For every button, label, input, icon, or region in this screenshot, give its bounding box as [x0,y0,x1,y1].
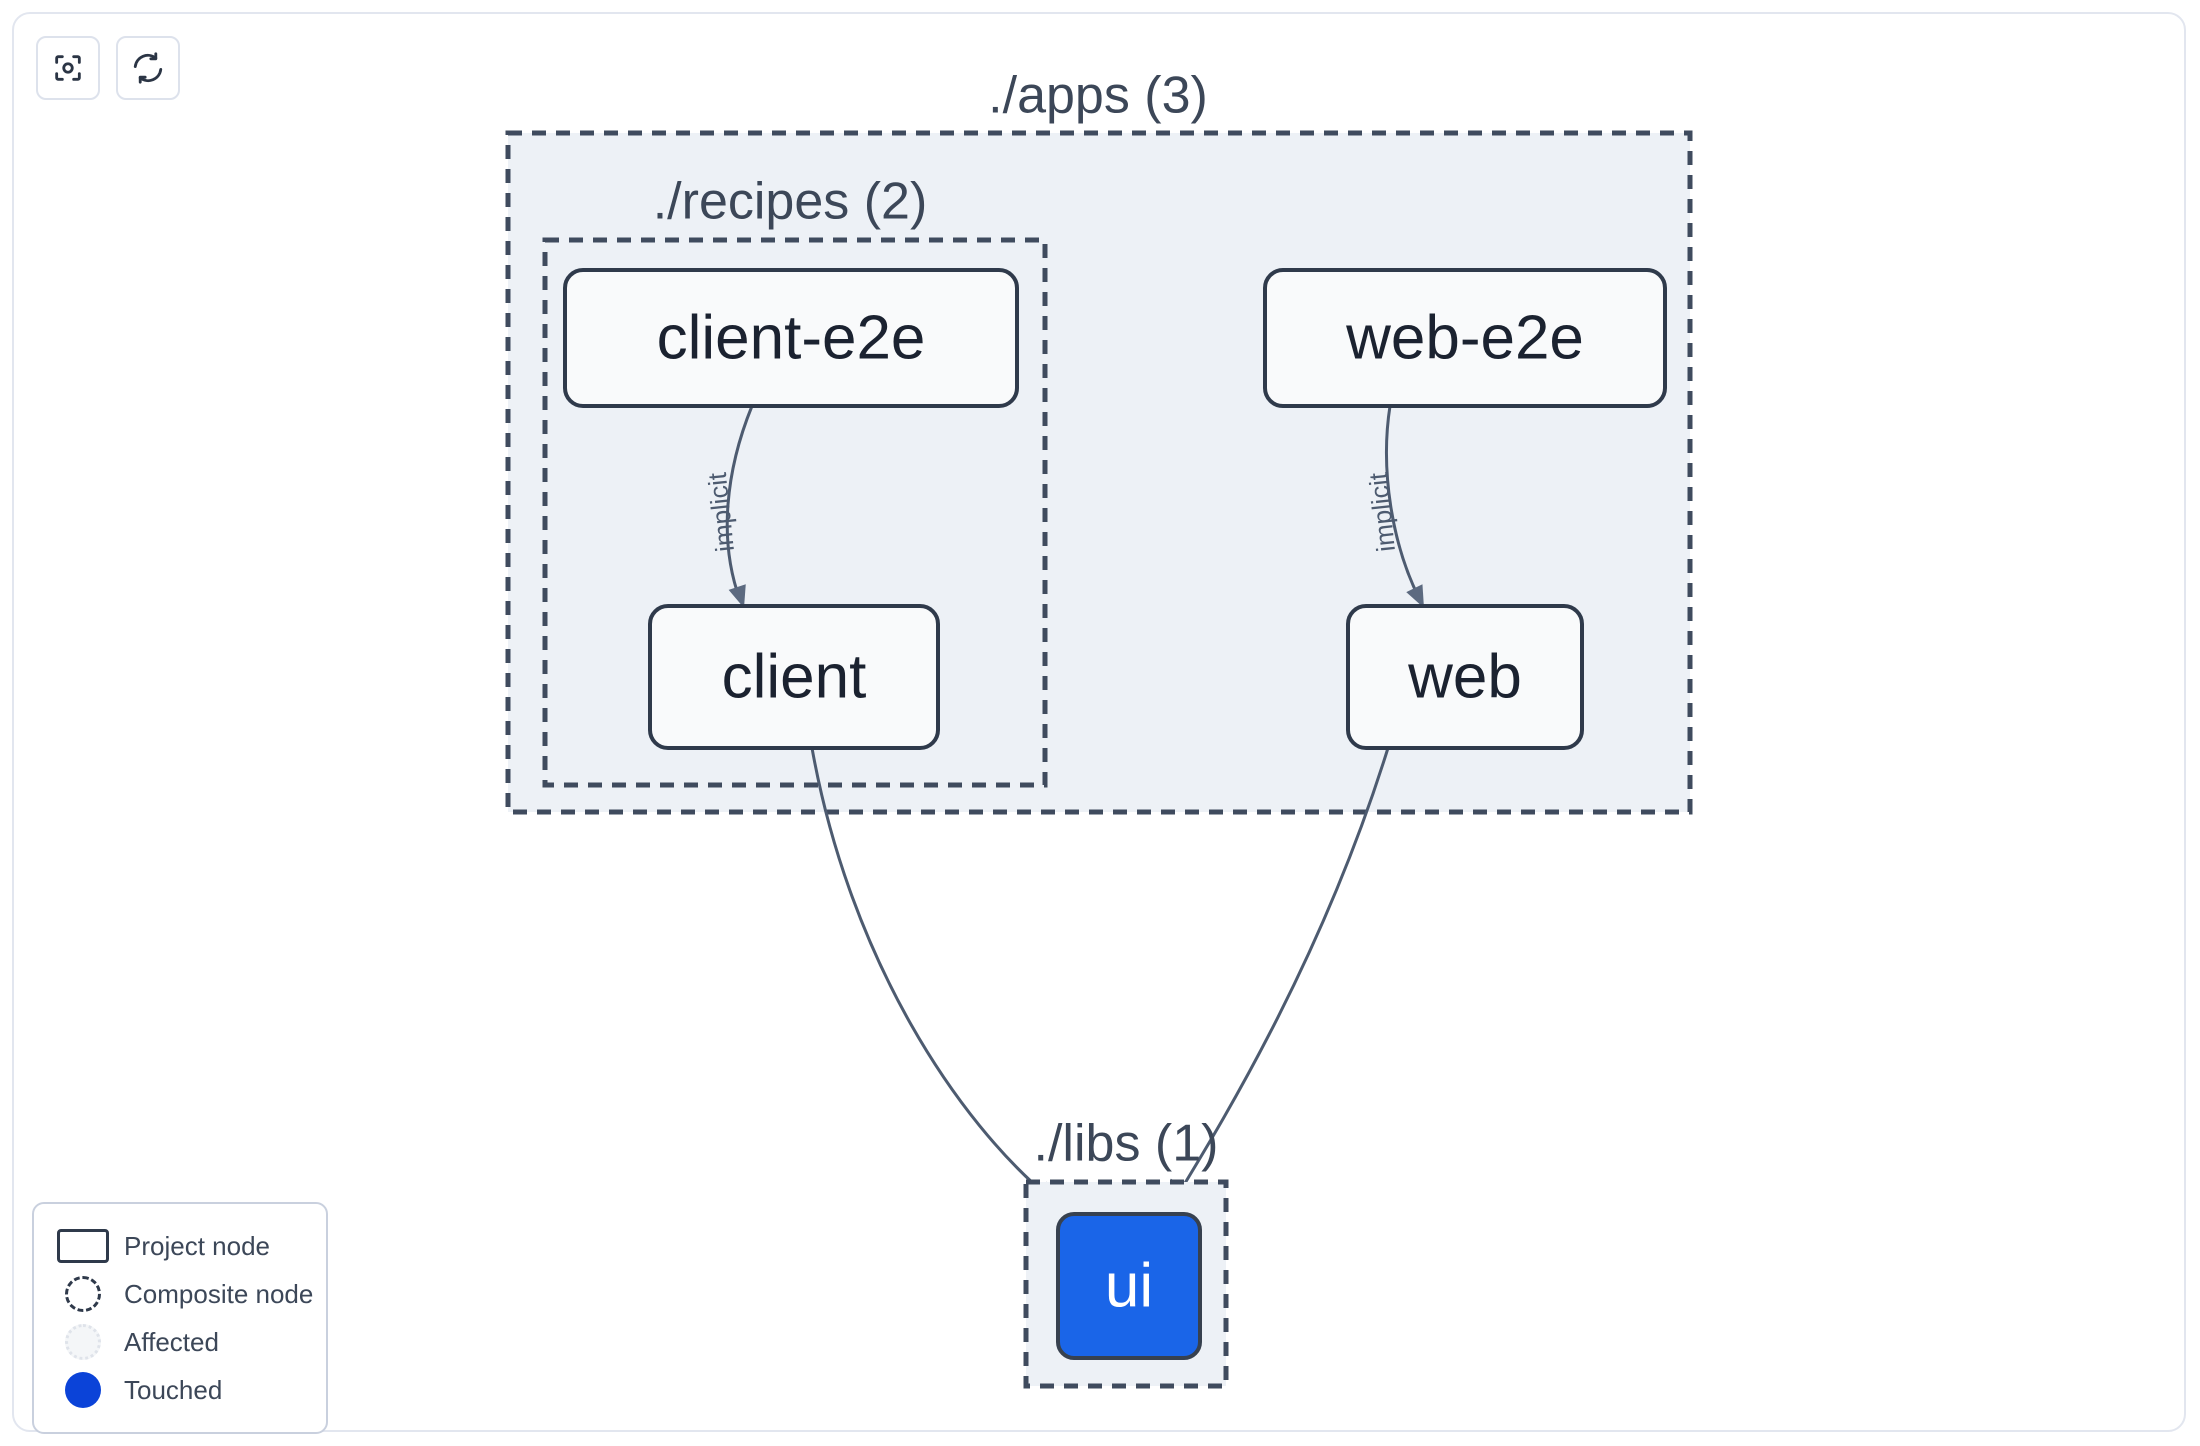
legend-item-composite: Composite node [54,1270,313,1318]
legend-item-project: Project node [54,1222,308,1270]
legend-label: Project node [124,1230,270,1261]
group-recipes-label: ./recipes (2) [653,173,928,231]
group-libs-label: ./libs (1) [1034,1115,1219,1173]
edge-arrowhead [728,584,746,608]
edge-client-e2e-to-client[interactable]: implicit [702,405,754,611]
node-web[interactable]: web [1346,604,1584,750]
node-label: ui [1105,1251,1153,1320]
node-client-e2e[interactable]: client-e2e [563,268,1019,408]
node-label: web-e2e [1345,303,1584,372]
edge-path[interactable] [725,405,754,601]
node-rect[interactable] [1346,604,1584,750]
touched-node-swatch-icon [54,1370,112,1410]
focus-graph-button[interactable] [36,36,100,100]
edge-path[interactable] [1385,405,1422,601]
graph-nodes: client-e2e web-e2e client web ui [563,268,1667,1360]
legend-item-affected: Affected [54,1318,308,1366]
node-label: web [1407,642,1522,711]
node-web-e2e[interactable]: web-e2e [1263,268,1667,408]
edge-arrowhead [1406,584,1424,608]
node-rect[interactable] [563,268,1019,408]
graph-edges: implicit implicit [702,405,1424,1206]
group-apps-label: ./apps (3) [988,67,1208,125]
edge-path[interactable] [1174,747,1390,1199]
legend-label: Composite node [124,1278,314,1309]
node-rect[interactable] [1056,1212,1202,1360]
refresh-graph-button[interactable] [116,36,180,100]
node-client[interactable]: client [648,604,940,750]
legend-item-touched: Touched [54,1366,308,1414]
affected-node-swatch-icon [54,1322,112,1362]
edge-path[interactable] [810,747,1051,1200]
legend-label: Affected [124,1326,219,1357]
refresh-icon [131,51,165,85]
composite-node-swatch-icon [54,1274,112,1314]
node-label: client [722,642,867,711]
node-ui[interactable]: ui [1056,1212,1202,1360]
graph-toolbar [36,36,180,100]
node-rect[interactable] [648,604,940,750]
project-node-swatch-icon [54,1226,112,1266]
node-label: client-e2e [657,303,926,372]
graph-legend: Project node Composite node Affected Tou… [32,1202,328,1434]
node-rect[interactable] [1263,268,1667,408]
focus-icon [51,51,85,85]
legend-label: Touched [124,1374,223,1405]
